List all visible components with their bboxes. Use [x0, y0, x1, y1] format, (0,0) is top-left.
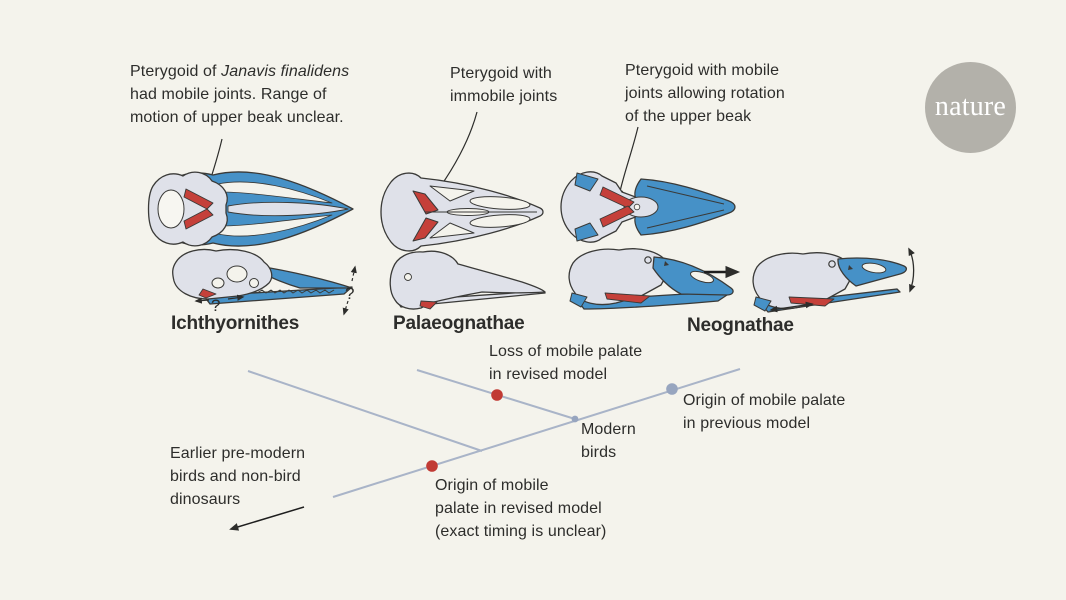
note-palaeognathae-pterygoid: Pterygoid with immobile joints	[450, 62, 650, 108]
beak-motion-arrows	[769, 247, 916, 313]
fenestra-hole	[211, 277, 225, 289]
cranium-beak-gray	[389, 250, 546, 310]
neognathae-top-view-skull	[560, 171, 736, 243]
quadrate-blue	[574, 172, 599, 192]
clade-label-neognathae: Neognathae	[687, 315, 794, 336]
tree-label-origin-revised-model: Origin of mobile palate in revised model…	[435, 474, 675, 543]
note-line: motion of upper beak unclear.	[130, 109, 344, 126]
pterygoid-red	[198, 288, 217, 299]
tree-label-line: birds	[581, 444, 617, 461]
tree-label-origin-previous-model: Origin of mobile palate in previous mode…	[683, 389, 913, 435]
cranium-gray	[560, 171, 649, 243]
nature-logo-text: nature	[934, 90, 1007, 122]
question-mark: ?	[211, 296, 220, 315]
tree-label-line: (exact timing is unclear)	[435, 523, 607, 540]
palaeognathae-top-view-skull	[380, 172, 544, 252]
tree-label-line: Origin of mobile	[435, 477, 549, 494]
neognathae-side-view-skull-rotated	[752, 252, 907, 313]
cranium-gray	[568, 248, 671, 306]
pterygoid-red	[599, 205, 635, 228]
quadrate-blue	[574, 222, 599, 242]
note-line: Pterygoid of Janavis finalidens	[130, 60, 460, 83]
tree-label-line: in previous model	[683, 415, 811, 432]
braincase-highlight	[157, 189, 185, 229]
right-arrow-icon	[227, 294, 245, 301]
note-line: immobile joints	[450, 88, 558, 105]
tree-label-modern-birds: Modern birds	[581, 418, 691, 464]
beak-detail-line	[646, 209, 725, 229]
note-line: Pterygoid with	[450, 65, 552, 82]
fenestra-hole	[469, 196, 531, 210]
note-line: had mobile joints. Range of	[130, 86, 327, 103]
quadrate-blue	[569, 292, 588, 308]
question-mark: ?	[345, 284, 354, 303]
neognathae-side-view-skull-resting	[568, 248, 734, 310]
note-ichthyornithes-pterygoid: Pterygoid of Janavis finalidens had mobi…	[130, 60, 460, 129]
pterygoid-red	[183, 208, 214, 230]
up-arrow-dashed-icon	[350, 265, 357, 282]
species-name-italic: Janavis finalidens	[221, 63, 350, 80]
tree-label-earlier-premodern-birds: Earlier pre-modern birds and non-bird di…	[170, 442, 370, 511]
note-neognathae-pterygoid: Pterygoid with mobile joints allowing ro…	[625, 59, 865, 128]
beak-detail-line	[646, 185, 725, 205]
pterygoid-red	[419, 300, 438, 310]
clade-label-ichthyornithes: Ichthyornithes	[171, 313, 300, 334]
palate-spindle-gray	[227, 201, 349, 217]
fenestra-hole	[469, 214, 531, 228]
note-line: joints allowing rotation	[625, 85, 785, 102]
pterygoid-red	[412, 190, 439, 215]
joint-point	[633, 203, 641, 211]
tree-label-line: dinosaurs	[170, 491, 241, 508]
note-line: Pterygoid with mobile	[625, 62, 780, 79]
down-arrow-dashed-icon	[342, 300, 349, 316]
tree-label-line: Origin of mobile palate	[683, 392, 846, 409]
cranium-gray	[752, 252, 855, 310]
palaeognathae-side-view-skull	[389, 250, 546, 310]
fenestra-hole	[249, 278, 259, 288]
fenestra-gap	[217, 181, 333, 204]
clade-label-palaeognathae: Palaeognathae	[393, 313, 525, 334]
slide-double-arrow-icon	[769, 301, 814, 313]
tree-label-loss-mobile-palate: Loss of mobile palate in revised model	[489, 340, 699, 386]
orbit-mark	[644, 256, 652, 264]
pterygoid-red	[412, 217, 439, 242]
fenestra-gap	[217, 214, 333, 237]
fenestra-hole	[404, 273, 412, 281]
teeth-serration	[247, 289, 335, 294]
naris-hole	[690, 270, 714, 284]
tree-label-line: in revised model	[489, 366, 608, 383]
orbit-mark	[828, 260, 836, 268]
leader-arrow-neognathae	[617, 126, 639, 198]
naris-hole	[861, 262, 887, 274]
pterygoid-red	[604, 292, 651, 304]
fenestra-hole	[429, 222, 475, 239]
ichthyornithes-top-view-skull	[147, 171, 354, 247]
left-arrow-icon	[194, 297, 210, 304]
nature-logo: nature	[925, 62, 1016, 153]
orbit-hole	[226, 265, 248, 283]
loss-of-mobile-palate-node	[491, 389, 503, 401]
orbit-mark	[664, 261, 669, 266]
tree-branch-ichthyornithes	[247, 370, 483, 452]
tree-label-line: birds and non-bird	[170, 468, 301, 485]
tree-label-line: Modern	[581, 421, 636, 438]
cranium-gray	[172, 248, 273, 300]
earlier-birds-direction-arrow-icon	[229, 506, 305, 531]
origin-previous-model-node	[666, 383, 678, 395]
fenestra-hole	[429, 185, 475, 202]
rotation-double-arrow-icon	[908, 247, 916, 293]
tree-label-line: palate in revised model	[435, 500, 602, 517]
modern-birds-node	[571, 415, 579, 423]
orbit-mark	[848, 265, 853, 270]
quadrate-blue	[753, 296, 772, 312]
note-text: Pterygoid of	[130, 63, 222, 80]
note-line: of the upper beak	[625, 108, 752, 125]
tree-label-line: Loss of mobile palate	[489, 343, 643, 360]
ichthyornithes-side-view-skull	[172, 248, 353, 305]
ichthyornithes-uncertainty-annotations	[194, 265, 357, 316]
tree-label-line: Earlier pre-modern	[170, 445, 306, 462]
origin-revised-model-node	[426, 460, 438, 472]
